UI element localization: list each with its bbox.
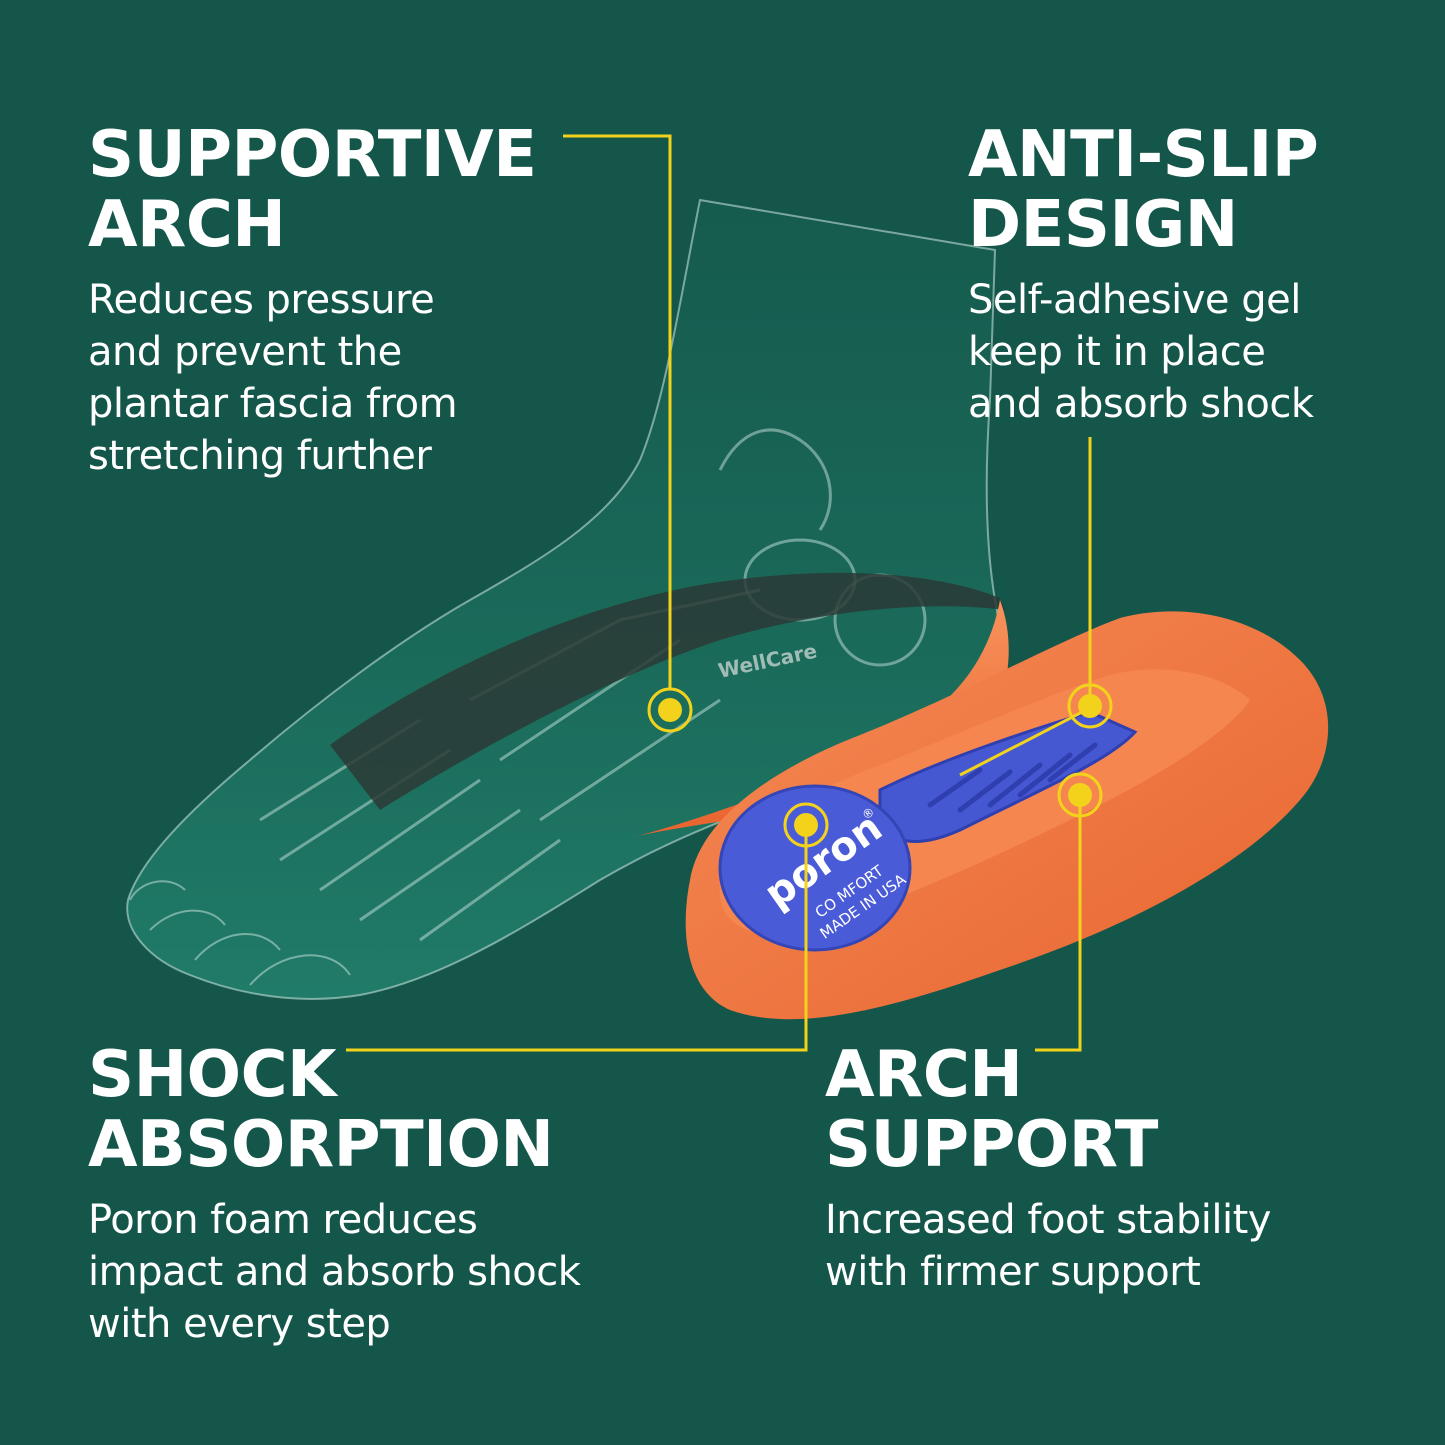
description-line: impact and absorb shock — [88, 1249, 581, 1295]
feature-description: Increased foot stability with firmer sup… — [825, 1194, 1271, 1298]
callout-line-arch-support — [1035, 795, 1082, 1052]
feature-title: ARCH SUPPORT — [825, 1040, 1271, 1180]
title-line: ARCH — [825, 1038, 1023, 1112]
description-line: plantar fascia from — [88, 381, 458, 427]
title-line: SUPPORTIVE — [88, 118, 537, 192]
heel-cup: poron ® CO MFORT MADE IN USA — [685, 611, 1329, 1020]
feature-title: SUPPORTIVE ARCH — [88, 118, 537, 262]
description-line: Poron foam reduces — [88, 1197, 478, 1243]
feature-supportive-arch: SUPPORTIVE ARCH Reduces pressure and pre… — [88, 118, 537, 482]
description-line: stretching further — [88, 433, 432, 479]
feature-description: Poron foam reduces impact and absorb sho… — [88, 1194, 581, 1350]
callout-marker-arch-support — [1057, 772, 1103, 818]
description-line: with every step — [88, 1301, 391, 1347]
title-line: SUPPORT — [825, 1108, 1158, 1182]
title-line: DESIGN — [968, 188, 1238, 262]
feature-description: Self-adhesive gel keep it in place and a… — [968, 274, 1318, 430]
poron-badge — [718, 784, 912, 952]
title-line: SHOCK — [88, 1038, 337, 1112]
feature-title: SHOCK ABSORPTION — [88, 1040, 580, 1180]
description-line: with firmer support — [825, 1249, 1201, 1295]
description-line: and absorb shock — [968, 381, 1314, 427]
title-line: ARCH — [88, 188, 286, 262]
title-line: ANTI-SLIP — [968, 118, 1319, 192]
callout-marker-shock — [783, 802, 829, 848]
feature-arch-support: ARCH SUPPORT Increased foot stability wi… — [825, 1040, 1271, 1298]
description-line: Reduces pressure — [88, 277, 435, 323]
title-line: ABSORPTION — [88, 1108, 554, 1182]
description-line: keep it in place — [968, 329, 1266, 375]
feature-title: ANTI-SLIP DESIGN — [968, 118, 1319, 262]
feature-description: Reduces pressure and prevent the plantar… — [88, 274, 536, 482]
callout-line-shock — [346, 825, 808, 1052]
feature-anti-slip-design: ANTI-SLIP DESIGN Self-adhesive gel keep … — [968, 118, 1319, 430]
description-line: and prevent the — [88, 329, 402, 375]
description-line: Self-adhesive gel — [968, 277, 1301, 323]
feature-shock-absorption: SHOCK ABSORPTION Poron foam reduces impa… — [88, 1040, 581, 1350]
callout-marker-anti-slip — [1067, 683, 1113, 729]
callout-marker-supportive-arch — [647, 687, 693, 733]
description-line: Increased foot stability — [825, 1197, 1271, 1243]
callout-line-supportive-arch — [563, 134, 672, 690]
